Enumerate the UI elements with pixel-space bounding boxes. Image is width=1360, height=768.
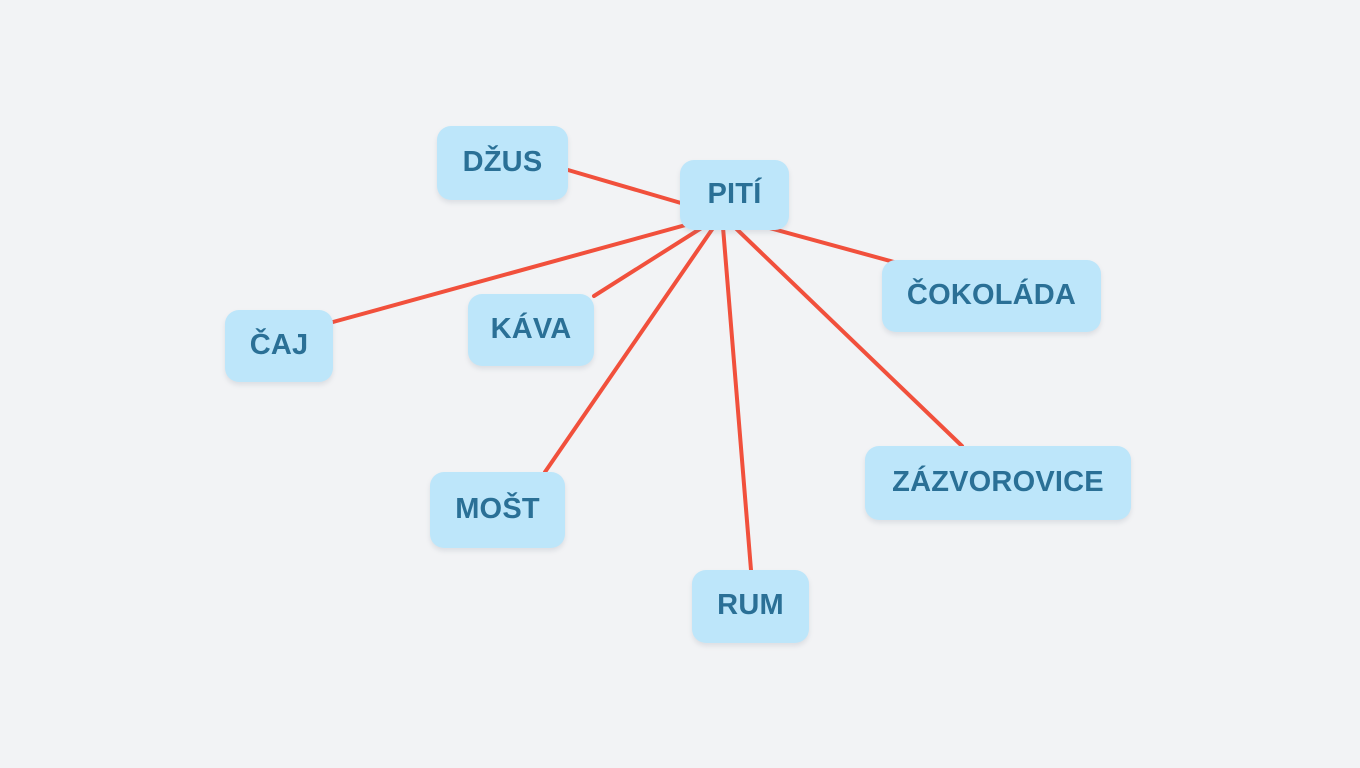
node-label-dzus: DŽUS (462, 145, 543, 178)
edge-piti-zazvorovice (720, 213, 964, 448)
node-label-cokolada: ČOKOLÁDA (906, 278, 1077, 311)
node-label-kava: KÁVA (490, 312, 572, 345)
node-caj[interactable]: ČAJ (225, 310, 333, 382)
node-label-zazvorovice: ZÁZVOROVICE (892, 465, 1104, 498)
node-label-piti: PITÍ (707, 177, 762, 210)
node-kava[interactable]: KÁVA (468, 294, 594, 366)
node-cokolada[interactable]: ČOKOLÁDA (882, 260, 1101, 332)
node-piti[interactable]: PITÍ (680, 160, 789, 230)
node-zazvorovice[interactable]: ZÁZVOROVICE (865, 446, 1131, 520)
edge-piti-caj (331, 213, 724, 324)
edge-piti-most (543, 213, 724, 474)
node-rum[interactable]: RUM (692, 570, 809, 643)
node-dzus[interactable]: DŽUS (437, 126, 568, 200)
node-most[interactable]: MOŠT (430, 472, 565, 548)
node-label-most: MOŠT (455, 492, 540, 525)
edge-piti-rum (720, 213, 753, 572)
node-label-caj: ČAJ (249, 328, 309, 361)
node-label-rum: RUM (717, 589, 784, 621)
